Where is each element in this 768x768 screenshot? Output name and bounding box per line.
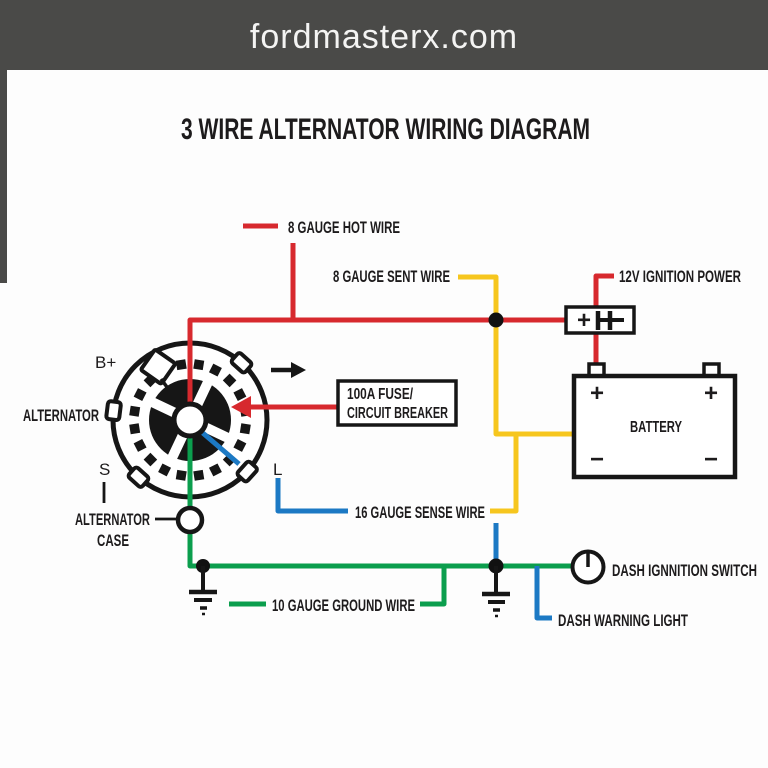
left-edge-strip [0,0,7,283]
l-terminal-pointer [195,426,241,466]
site-name: fordmasterx.com [250,18,518,56]
ignition-switch-symbol [570,549,606,585]
ignition-power-label: 12V IGNITION POWER [619,267,741,286]
alt-case-label-line1: ALTERNATOR [75,510,150,529]
green-ground-wire [187,424,573,607]
alt-case-label-line2: CASE [97,531,129,550]
alternator-label: ALTERNATOR [23,406,99,425]
hot-wire-label: 8 GAUGE HOT WIRE [288,218,400,237]
fuse-callout-line1: 100A FUSE/ [347,386,414,403]
ground-symbol-right [482,566,510,618]
battery-plus-right: + [704,380,718,407]
battery-minus-right: − [704,446,718,473]
bplus-terminal-tab [139,348,177,386]
sense-wire-label: 16 GAUGE SENSE WIRE [355,503,485,522]
battery-minus-left: − [590,446,604,473]
terminal-l-label: L [273,460,282,479]
red-main-run [187,317,566,412]
yellow-sent-wire [458,274,586,514]
battery-plus-left: + [590,380,604,407]
page-title: 3 WIRE ALTERNATOR WIRING DIAGRAM [181,113,590,146]
terminal-s-label: S [99,460,110,479]
terminal-bplus-label: B+ [95,353,116,372]
fuse-breaker-callout: 100A FUSE/ CIRCUIT BREAKER [336,379,458,427]
ignition-fuse-box: + [564,305,636,335]
battery-symbol: + + − − BATTERY [571,362,738,480]
ground-wire-label: 10 GAUGE GROUND WIRE [272,596,415,615]
site-banner [0,0,768,70]
battery-body [571,373,738,480]
l-terminal-run [275,478,348,514]
sent-wire-label: 8 GAUGE SENT WIRE [333,267,450,286]
battery-label: BATTERY [630,419,682,436]
ignition-switch-label: DASH IGNNITION SWITCH [612,561,757,580]
fuse-plus-symbol: + [577,307,591,334]
fuse-callout-line2: CIRCUIT BREAKER [347,405,448,422]
flow-arrowhead [291,362,306,378]
alternator-case-terminal [175,505,205,535]
alternator-mount-lugs [104,351,259,489]
sense-wire-feed [490,434,519,514]
warning-light-drop [534,566,552,621]
red-hot-wire [187,223,614,412]
ground-symbol-left [189,566,217,616]
alternator-hub [171,401,209,439]
red-arrowhead [231,396,251,418]
ignition-power-stub [593,273,614,308]
ground-label-branch [420,566,447,607]
junction-dot-red-yellow [488,312,504,328]
warning-light-label: DASH WARNING LIGHT [558,611,688,630]
sent-wire-run [458,274,586,437]
